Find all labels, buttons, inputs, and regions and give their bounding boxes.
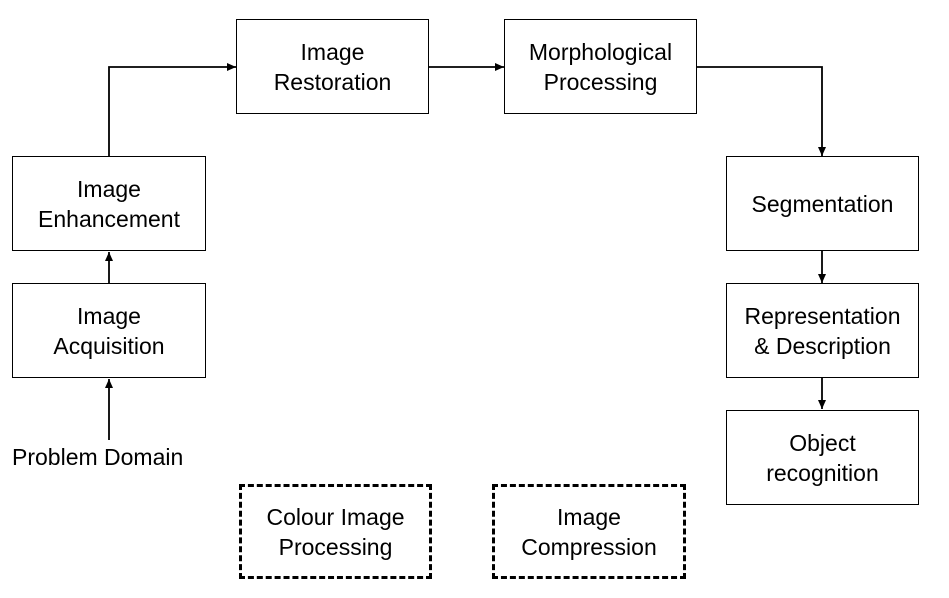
node-morphological-processing-line-2: Processing xyxy=(543,68,658,95)
node-image-enhancement-line-1: Image xyxy=(77,175,141,202)
node-image-compression-line-1: Image xyxy=(557,503,621,530)
node-image-restoration: Image Restoration xyxy=(236,19,429,114)
node-image-restoration-line-2: Restoration xyxy=(273,68,392,95)
arrow-morphological-to-segmentation xyxy=(697,66,826,156)
node-colour-image-processing-line-1: Colour Image xyxy=(266,503,405,530)
node-image-compression-line-2: Compression xyxy=(521,533,657,560)
node-colour-image-processing: Colour Image Processing xyxy=(239,484,432,579)
node-image-acquisition: Image Acquisition xyxy=(12,283,206,378)
node-image-acquisition-line-1: Image xyxy=(77,302,141,329)
node-image-compression: Image Compression xyxy=(492,484,686,579)
node-object-recognition-line-1: Object xyxy=(789,429,856,456)
node-morphological-processing: Morphological Processing xyxy=(504,19,697,114)
node-representation-description-line-1: Representation xyxy=(744,302,901,329)
node-segmentation-line-1: Segmentation xyxy=(751,190,894,217)
node-image-enhancement: Image Enhancement xyxy=(12,156,206,251)
node-representation-description-line-2: & Description xyxy=(754,332,891,359)
node-object-recognition: Object recognition xyxy=(726,410,919,505)
node-segmentation: Segmentation xyxy=(726,156,919,251)
node-representation-description: Representation & Description xyxy=(726,283,919,378)
arrow-enhancement-to-restoration xyxy=(108,63,236,157)
node-object-recognition-line-2: recognition xyxy=(766,459,879,486)
problem-domain-label: Problem Domain xyxy=(12,444,184,470)
node-image-enhancement-line-2: Enhancement xyxy=(38,205,180,232)
node-colour-image-processing-line-2: Processing xyxy=(278,533,393,560)
node-morphological-processing-line-1: Morphological xyxy=(528,38,673,65)
node-image-acquisition-line-2: Acquisition xyxy=(53,332,165,359)
node-image-restoration-line-1: Image xyxy=(300,38,365,65)
